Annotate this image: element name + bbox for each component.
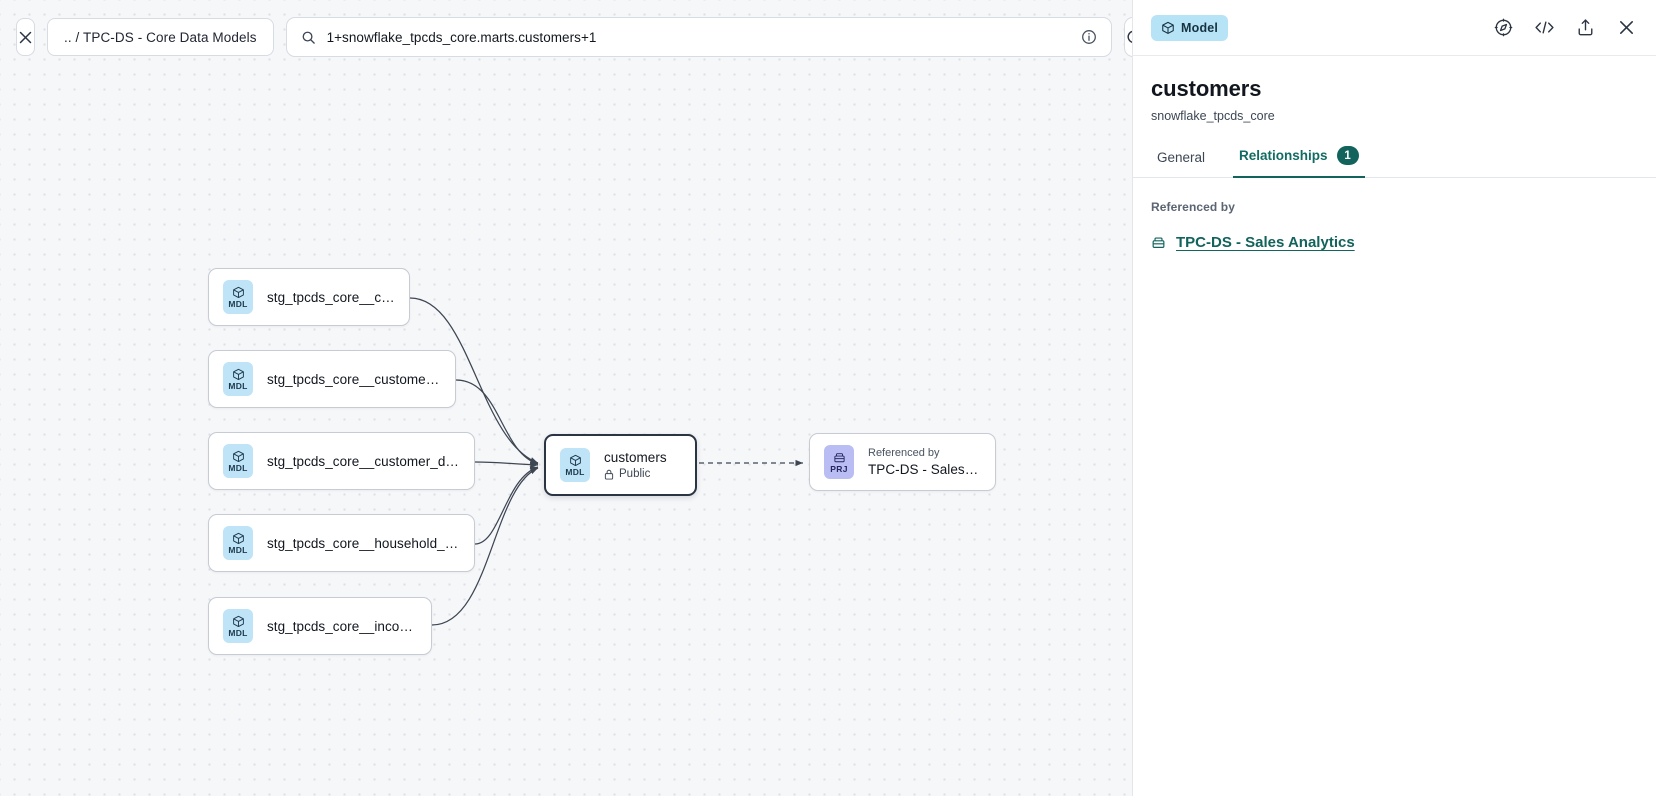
lineage-canvas[interactable]: .. / TPC-DS - Core Data Models — [0, 0, 1132, 796]
project-icon — [1152, 237, 1165, 248]
lineage-node-stg-customer[interactable]: MDL stg_tpcds_core__customer — [208, 268, 410, 326]
badge-label: MDL — [228, 544, 248, 555]
node-body: stg_tpcds_core__income_band — [267, 619, 417, 634]
search-icon — [302, 31, 315, 44]
cube-icon — [232, 615, 244, 627]
cube-icon — [569, 454, 581, 466]
tab-general[interactable]: General — [1151, 150, 1211, 178]
node-title: stg_tpcds_core__customer — [267, 289, 395, 305]
refresh-icon — [1127, 30, 1132, 44]
close-icon — [19, 31, 32, 43]
close-lineage-button[interactable] — [16, 18, 35, 56]
explore-icon[interactable] — [1491, 16, 1515, 40]
panel-content: Referenced by TPC-DS - Sales Analytics — [1133, 178, 1656, 251]
breadcrumb[interactable]: .. / TPC-DS - Core Data Models — [47, 18, 274, 56]
lineage-node-customers[interactable]: MDL customers Public — [544, 434, 697, 496]
panel-actions — [1491, 16, 1638, 40]
cube-icon — [232, 532, 244, 544]
canvas-toolbar: .. / TPC-DS - Core Data Models — [0, 0, 1132, 74]
share-icon[interactable] — [1573, 16, 1597, 40]
node-title: stg_tpcds_core__customer_demogra… — [267, 453, 460, 469]
badge-label: MDL — [228, 380, 248, 391]
panel-title-block: customers snowflake_tpcds_core — [1133, 56, 1656, 123]
node-body: stg_tpcds_core__customer — [267, 290, 395, 305]
node-title: stg_tpcds_core__customer_address — [267, 371, 441, 387]
tab-relationships[interactable]: Relationships 1 — [1233, 146, 1365, 178]
breadcrumb-label: .. / TPC-DS - Core Data Models — [64, 29, 257, 45]
close-icon[interactable] — [1614, 16, 1638, 40]
search-input[interactable] — [326, 29, 1070, 45]
tab-label: Relationships — [1239, 148, 1328, 163]
visibility-label: Public — [619, 468, 651, 480]
type-chip: Model — [1151, 14, 1229, 41]
info-icon[interactable] — [1081, 29, 1097, 45]
lineage-node-stg-customer-demographics[interactable]: MDL stg_tpcds_core__customer_demogra… — [208, 432, 475, 490]
node-title: stg_tpcds_core__income_band — [267, 618, 417, 634]
badge-label: MDL — [228, 462, 248, 473]
project-icon — [833, 452, 845, 462]
project-badge: PRJ — [824, 445, 854, 479]
model-badge: MDL — [560, 448, 590, 482]
panel-tabs: General Relationships 1 — [1133, 146, 1656, 178]
node-body: customers Public — [604, 450, 667, 480]
section-label-referenced-by: Referenced by — [1151, 200, 1235, 214]
node-title: customers — [604, 450, 667, 465]
lock-icon — [604, 469, 614, 480]
node-visibility: Public — [604, 468, 667, 480]
code-icon[interactable] — [1532, 16, 1556, 40]
node-kicker: Referenced by — [868, 447, 940, 459]
node-title: stg_tpcds_core__household_demogr… — [267, 535, 460, 551]
tab-count-badge: 1 — [1336, 146, 1359, 165]
tab-label: General — [1157, 150, 1206, 165]
referenced-by-link[interactable]: TPC-DS - Sales Analytics — [1176, 234, 1355, 251]
model-badge: MDL — [223, 280, 253, 314]
cube-icon — [1162, 21, 1174, 34]
badge-label: PRJ — [830, 463, 848, 474]
panel-subtitle: snowflake_tpcds_core — [1151, 109, 1275, 123]
node-title: TPC-DS - Sales Analytics — [868, 462, 981, 477]
model-badge: MDL — [223, 444, 253, 478]
lineage-node-stg-income-band[interactable]: MDL stg_tpcds_core__income_band — [208, 597, 432, 655]
badge-label: MDL — [228, 298, 248, 309]
cube-icon — [232, 368, 244, 380]
refresh-button[interactable] — [1123, 17, 1132, 57]
lineage-nodes: MDL stg_tpcds_core__customer MDL stg_tpc… — [208, 268, 996, 655]
badge-label: MDL — [565, 466, 585, 477]
lineage-node-stg-customer-address[interactable]: MDL stg_tpcds_core__customer_address — [208, 350, 456, 408]
cube-icon — [232, 450, 244, 462]
page-title: customers — [1151, 76, 1262, 101]
model-badge: MDL — [223, 609, 253, 643]
node-body: stg_tpcds_core__customer_demogra… — [267, 454, 460, 469]
panel-header: Model — [1133, 0, 1656, 56]
cube-icon — [232, 286, 244, 298]
type-chip-label: Model — [1181, 20, 1219, 35]
lineage-node-stg-household-demographics[interactable]: MDL stg_tpcds_core__household_demogr… — [208, 514, 475, 572]
node-body: stg_tpcds_core__household_demogr… — [267, 536, 460, 551]
lineage-search-box[interactable] — [285, 17, 1112, 57]
lineage-node-project-sales-analytics[interactable]: PRJ Referenced by TPC-DS - Sales Analyti… — [809, 433, 996, 491]
model-badge: MDL — [223, 362, 253, 396]
detail-panel: Model — [1132, 0, 1656, 796]
node-body: stg_tpcds_core__customer_address — [267, 372, 441, 387]
node-body: Referenced by TPC-DS - Sales Analytics — [868, 447, 981, 477]
badge-label: MDL — [228, 627, 248, 638]
list-item[interactable]: TPC-DS - Sales Analytics — [1151, 234, 1638, 251]
model-badge: MDL — [223, 526, 253, 560]
